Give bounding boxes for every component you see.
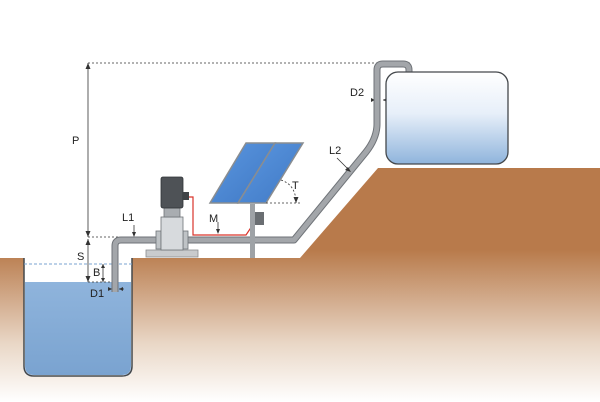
ground — [0, 168, 600, 402]
water-tank — [385, 71, 509, 165]
tilt-angle-indicator — [266, 179, 300, 204]
pump-base — [145, 249, 199, 258]
power-cable — [189, 196, 253, 236]
label-B: B — [93, 267, 100, 279]
label-T: T — [292, 180, 299, 192]
label-L2: L2 — [329, 145, 341, 157]
label-D2: D2 — [350, 87, 364, 99]
leader-lines — [132, 157, 351, 237]
label-M: M — [209, 213, 218, 225]
pump — [155, 176, 189, 251]
label-P: P — [72, 135, 79, 147]
well-water — [25, 282, 131, 375]
label-L1: L1 — [122, 212, 134, 224]
solar-panel — [208, 142, 305, 258]
label-S: S — [77, 251, 84, 263]
label-D1: D1 — [90, 288, 104, 300]
